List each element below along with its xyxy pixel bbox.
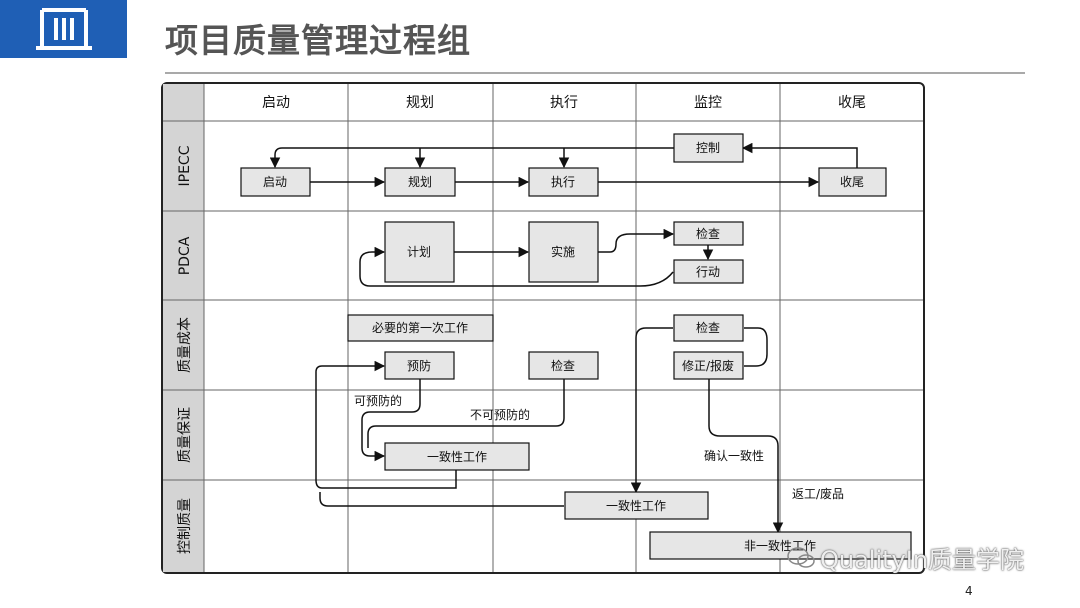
- pdca-act-label: 行动: [696, 265, 720, 279]
- row-header-quality-assurance: 质量保证: [177, 407, 193, 463]
- inspection-box: [528, 351, 599, 380]
- pdca-plan-label: 计划: [407, 245, 431, 259]
- row-header-pdca: PDCA: [177, 236, 193, 275]
- ipecc-start-label: 启动: [263, 175, 287, 189]
- page-number: 4: [965, 584, 973, 598]
- row-header-band: [163, 122, 204, 572]
- rework-scrap-label: 返工/废品: [792, 486, 844, 501]
- title-divider: [165, 72, 1025, 74]
- row-header-quality-cost: 质量成本: [177, 317, 193, 373]
- logo-mark-icon: [36, 8, 92, 50]
- not-preventable-label: 不可预防的: [470, 407, 530, 422]
- preventable-label: 可预防的: [354, 393, 402, 408]
- table-frame: [161, 82, 925, 574]
- ipecc-control-box: [673, 133, 744, 163]
- repair-scrap-label: 修正/报废: [682, 358, 734, 373]
- pdca-check-label: 检查: [696, 226, 720, 241]
- ipecc-close-box: [818, 167, 887, 197]
- pdca-plan-box: [384, 221, 455, 283]
- qc-conformance-box: [564, 491, 709, 520]
- row-header-ipecc: IPECC: [177, 145, 193, 186]
- qc-nonconformance-label: 非一致性工作: [744, 539, 816, 553]
- pdca-check-box: [673, 221, 744, 246]
- brand-logo: [0, 0, 127, 58]
- monitor-inspection-label: 检查: [696, 320, 720, 335]
- column-header-execute: 执行: [550, 95, 578, 111]
- first-time-work-box: [347, 314, 494, 342]
- first-time-work-label: 必要的第一次工作: [372, 320, 468, 335]
- prevention-box: [384, 351, 455, 380]
- pdca-do-label: 实施: [551, 244, 575, 259]
- ipecc-control-label: 控制: [696, 141, 720, 155]
- repair-scrap-box: [673, 351, 744, 380]
- qa-conformance-box: [384, 442, 530, 471]
- ipecc-plan-box: [384, 167, 456, 197]
- prevention-label: 预防: [407, 358, 431, 373]
- column-header-start: 启动: [262, 95, 290, 111]
- ipecc-execute-box: [528, 167, 599, 197]
- qc-conformance-label: 一致性工作: [606, 499, 666, 513]
- ipecc-execute-label: 执行: [551, 175, 575, 189]
- row-header-quality-control: 控制质量: [177, 498, 193, 554]
- wechat-icon: [787, 547, 815, 568]
- qa-conformance-label: 一致性工作: [427, 450, 487, 464]
- page-title: 项目质量管理过程组: [165, 21, 471, 60]
- ipecc-plan-label: 规划: [408, 174, 432, 189]
- ipecc-start-box: [240, 167, 311, 197]
- pdca-do-box: [528, 221, 599, 283]
- monitor-inspection-box: [673, 314, 744, 342]
- ipecc-close-label: 收尾: [840, 175, 864, 189]
- qc-nonconformance-box: [649, 531, 912, 560]
- pdca-act-box: [673, 259, 744, 284]
- column-header-plan: 规划: [406, 95, 434, 111]
- watermark-text: QualityIn质量学院: [820, 546, 1025, 574]
- confirm-conformance-label: 确认一致性: [704, 449, 764, 463]
- column-header-close: 收尾: [838, 95, 866, 111]
- column-header-monitor: 监控: [694, 95, 722, 111]
- inspection-label: 检查: [551, 358, 575, 373]
- corner-cell: [163, 84, 204, 122]
